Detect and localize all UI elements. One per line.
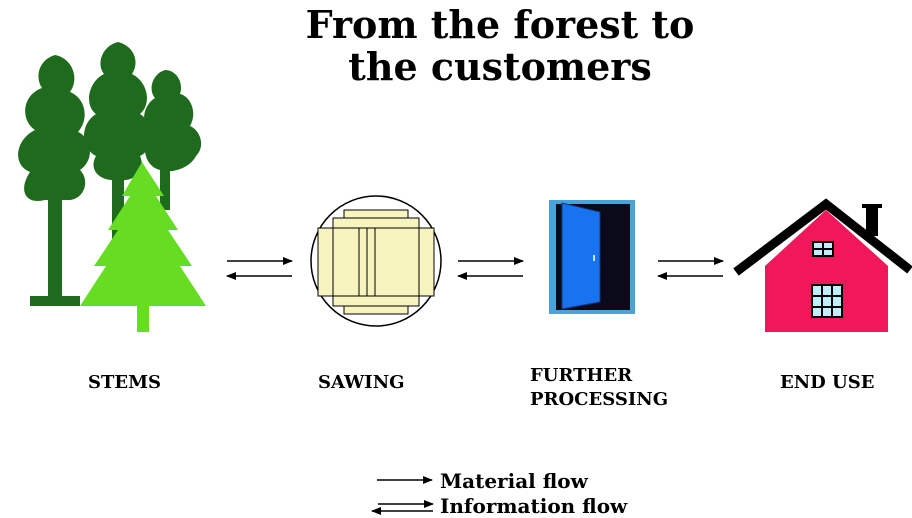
legend-information-label: Information flow [440,494,628,518]
stage-label-further-processing: FURTHER PROCESSING [530,364,668,412]
house-window-top [812,241,834,257]
diagram-title: From the forest to the customers [250,4,750,88]
dark-tree-right [144,70,202,210]
sawn-log-icon [310,195,442,327]
flow-arrows-2 [457,257,524,280]
stage-label-line: SAWING [318,372,405,393]
legend-material-label: Material flow [440,469,588,493]
title-line-1: From the forest to [305,2,695,47]
stage-label-sawing: SAWING [318,371,405,395]
legend-arrows [371,476,434,515]
house-icon [733,198,912,332]
stage-label-line: END USE [780,372,875,393]
dark-tree-left [18,55,90,306]
stage-label-line: PROCESSING [530,389,669,410]
stage-label-stems: STEMS [88,371,161,395]
light-tree [80,162,206,332]
door-icon [549,200,635,314]
stage-label-line: STEMS [88,372,162,393]
trees-icon [18,42,206,332]
flow-arrows-3 [657,257,724,280]
stage-label-end-use: END USE [780,371,874,395]
stage-label-line: FURTHER [530,365,633,386]
flow-arrows-1 [226,257,293,280]
title-line-2: the customers [348,44,652,89]
house-window-bottom [811,284,843,318]
